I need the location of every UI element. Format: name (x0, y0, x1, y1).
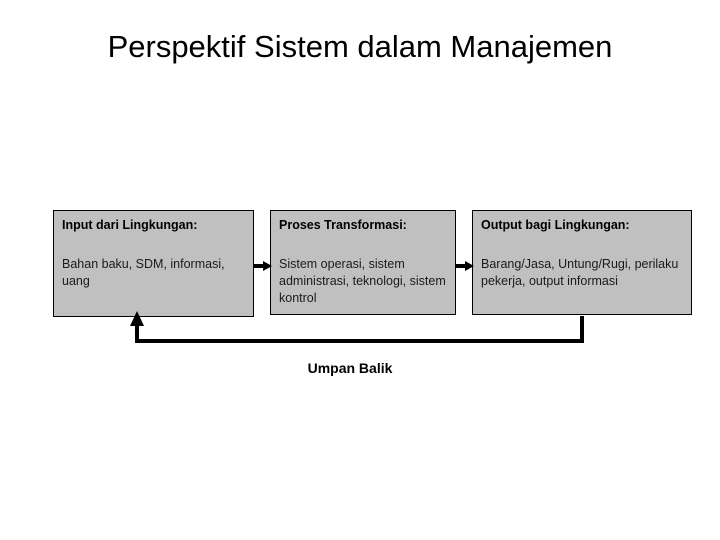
feedback-loop-line (135, 316, 584, 343)
diagram-box-process: Proses Transformasi: Sistem operasi, sis… (270, 210, 456, 315)
arrow-shaft (456, 264, 466, 268)
arrow-head (263, 261, 272, 271)
feedback-label: Umpan Balik (307, 360, 393, 376)
arrow-right-icon-input-to-process (254, 261, 272, 271)
box-input-body: Bahan baku, SDM, informasi, uang (62, 257, 225, 288)
arrow-right-icon-process-to-output (456, 261, 474, 271)
diagram-box-input: Input dari Lingkungan: Bahan baku, SDM, … (53, 210, 254, 317)
box-input-header: Input dari Lingkungan: (62, 218, 198, 232)
arrow-head (465, 261, 474, 271)
box-process-header: Proses Transformasi: (279, 218, 407, 232)
box-output-body: Barang/Jasa, Untung/Rugi, perilaku peker… (481, 257, 679, 288)
box-output-header: Output bagi Lingkungan: (481, 218, 630, 232)
page-title: Perspektif Sistem dalam Manajemen (107, 29, 613, 64)
diagram-box-output: Output bagi Lingkungan: Barang/Jasa, Unt… (472, 210, 692, 315)
arrow-shaft (254, 264, 264, 268)
box-process-body: Sistem operasi, sistem administrasi, tek… (279, 257, 446, 305)
